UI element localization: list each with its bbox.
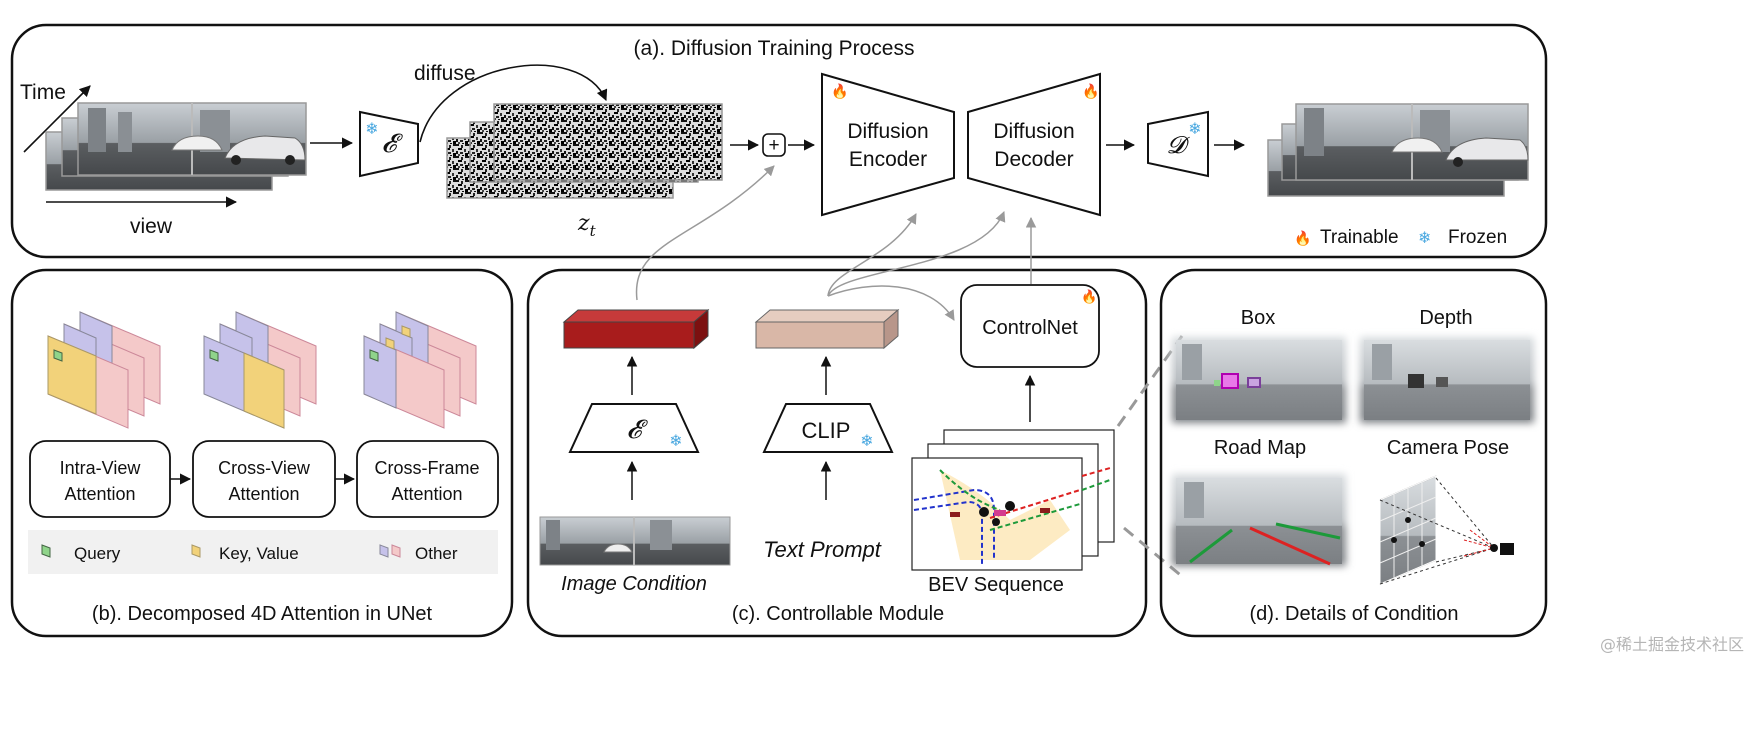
- cross-view-attention-box: [192, 440, 336, 518]
- panel-b-legend-bg: [28, 530, 498, 574]
- diffusion-decoder-line2: Decoder: [994, 148, 1073, 171]
- watermark: @稀土掘金技术社区: [1600, 635, 1744, 654]
- image-cond-to-plus-arrow: [635, 165, 775, 301]
- intra-view-line1: Intra-View: [60, 458, 142, 478]
- multi-view-input-frames: [45, 102, 307, 191]
- vae-encoder: 𝓔 ❄: [359, 110, 419, 178]
- text-to-controlnet-arrow: [827, 285, 955, 321]
- other-swatch-purple: [379, 544, 389, 558]
- cross-frame-line1: Cross-Frame: [374, 458, 479, 478]
- attention-grid-cross-frame: [363, 311, 477, 429]
- controlnet-label: ControlNet: [982, 317, 1078, 339]
- bev-sequence-label: BEV Sequence: [928, 574, 1064, 596]
- image-vae-encoder: 𝓔 ❄: [568, 403, 700, 453]
- image-condition-label: Image Condition: [561, 573, 707, 595]
- key-value-swatch: [191, 544, 201, 558]
- legend-frozen: Frozen: [1448, 227, 1507, 248]
- attention-grid-cross-view: [203, 311, 317, 429]
- view-label: view: [130, 215, 173, 238]
- box-label: Box: [1241, 307, 1275, 329]
- road-map-condition-image: [1172, 474, 1346, 566]
- image-embedding-block: [562, 308, 710, 350]
- cross-frame-line2: Attention: [391, 484, 462, 504]
- clip-encoder: CLIP ❄: [762, 403, 894, 453]
- panel-a-title: (a). Diffusion Training Process: [634, 37, 915, 60]
- trainable-icon: 🔥: [1082, 83, 1099, 100]
- diffusion-decoder: Diffusion Decoder 🔥: [967, 72, 1101, 217]
- panel-b: Intra-View Attention Cross-View Attentio…: [10, 268, 514, 638]
- panel-c-title: (c). Controllable Module: [732, 603, 944, 625]
- plus-symbol: +: [768, 135, 779, 156]
- panel-a-frame: [10, 23, 1548, 259]
- legend-key-value: Key, Value: [219, 544, 299, 563]
- panel-c: 𝓔 ❄ CLIP ❄ Image Condition Text Prompt C…: [526, 165, 1148, 638]
- camera-body-icon: [1500, 543, 1514, 555]
- attention-grid-intra-view: [47, 311, 161, 429]
- time-label: Time: [20, 81, 66, 104]
- legend-trainable: Trainable: [1320, 227, 1399, 248]
- diffusion-encoder-line1: Diffusion: [847, 120, 928, 143]
- cross-frame-attention-box: [356, 440, 499, 518]
- intra-view-line2: Attention: [64, 484, 135, 504]
- camera-pose-illustration: [1379, 475, 1514, 585]
- trainable-icon: 🔥: [831, 83, 848, 100]
- controlnet-box: ControlNet 🔥: [960, 284, 1100, 368]
- multi-view-output-frames: [1267, 103, 1529, 197]
- diffusion-decoder-line1: Diffusion: [993, 120, 1074, 143]
- trainable-icon: 🔥: [1081, 289, 1097, 304]
- plus-node: [762, 133, 786, 157]
- time-axis-arrow: [23, 85, 91, 153]
- clip-label: CLIP: [802, 418, 851, 443]
- panel-b-title: (b). Decomposed 4D Attention in UNet: [92, 603, 433, 625]
- panel-c-frame: [526, 268, 1148, 638]
- cross-view-line1: Cross-View: [218, 458, 311, 478]
- diffuse-label: diffuse: [414, 62, 476, 85]
- panel-b-frame: [10, 268, 514, 638]
- diffuse-arrow: [419, 64, 608, 143]
- query-swatch: [41, 544, 51, 558]
- diffusion-encoder-line2: Encoder: [849, 148, 927, 171]
- bev-sequence-maps: [911, 429, 1115, 571]
- other-swatch-pink: [391, 544, 401, 558]
- road-map-label: Road Map: [1214, 437, 1306, 459]
- noisy-latents: [446, 103, 723, 199]
- frozen-icon: ❄: [365, 121, 378, 138]
- legend-trainable-icon: 🔥: [1294, 230, 1311, 247]
- text-to-decoder-arrow: [827, 211, 1006, 297]
- panel-d-frame: [1159, 268, 1548, 638]
- panel-a: (a). Diffusion Training Process Time vie…: [10, 23, 1548, 259]
- frozen-icon: ❄: [860, 433, 873, 450]
- depth-label: Depth: [1419, 307, 1472, 329]
- frozen-icon: ❄: [1188, 121, 1201, 138]
- text-prompt-label: Text Prompt: [763, 537, 882, 562]
- frozen-icon: ❄: [669, 433, 682, 450]
- panel-d: Box Depth Road Map Camera Pose: [1159, 268, 1548, 638]
- cross-view-line2: Attention: [228, 484, 299, 504]
- text-embedding-block: [754, 308, 900, 350]
- zoom-connector-bottom: [1123, 526, 1185, 580]
- legend-frozen-icon: ❄: [1418, 230, 1431, 247]
- box-condition-image: [1172, 337, 1346, 423]
- camera-center: [1490, 544, 1498, 552]
- legend-other: Other: [415, 544, 458, 563]
- panel-d-title: (d). Details of Condition: [1250, 603, 1459, 625]
- intra-view-attention-box: [29, 440, 171, 518]
- diffusion-encoder: Diffusion Encoder 🔥: [821, 72, 955, 217]
- camera-pose-label: Camera Pose: [1387, 437, 1509, 459]
- depth-condition-image: [1360, 337, 1534, 423]
- vae-decoder: 𝓓 ❄: [1147, 110, 1209, 178]
- latent-label: zt: [577, 211, 597, 240]
- text-to-encoder-arrow: [827, 213, 917, 297]
- legend-query: Query: [74, 544, 121, 563]
- image-condition-photo: [539, 516, 731, 566]
